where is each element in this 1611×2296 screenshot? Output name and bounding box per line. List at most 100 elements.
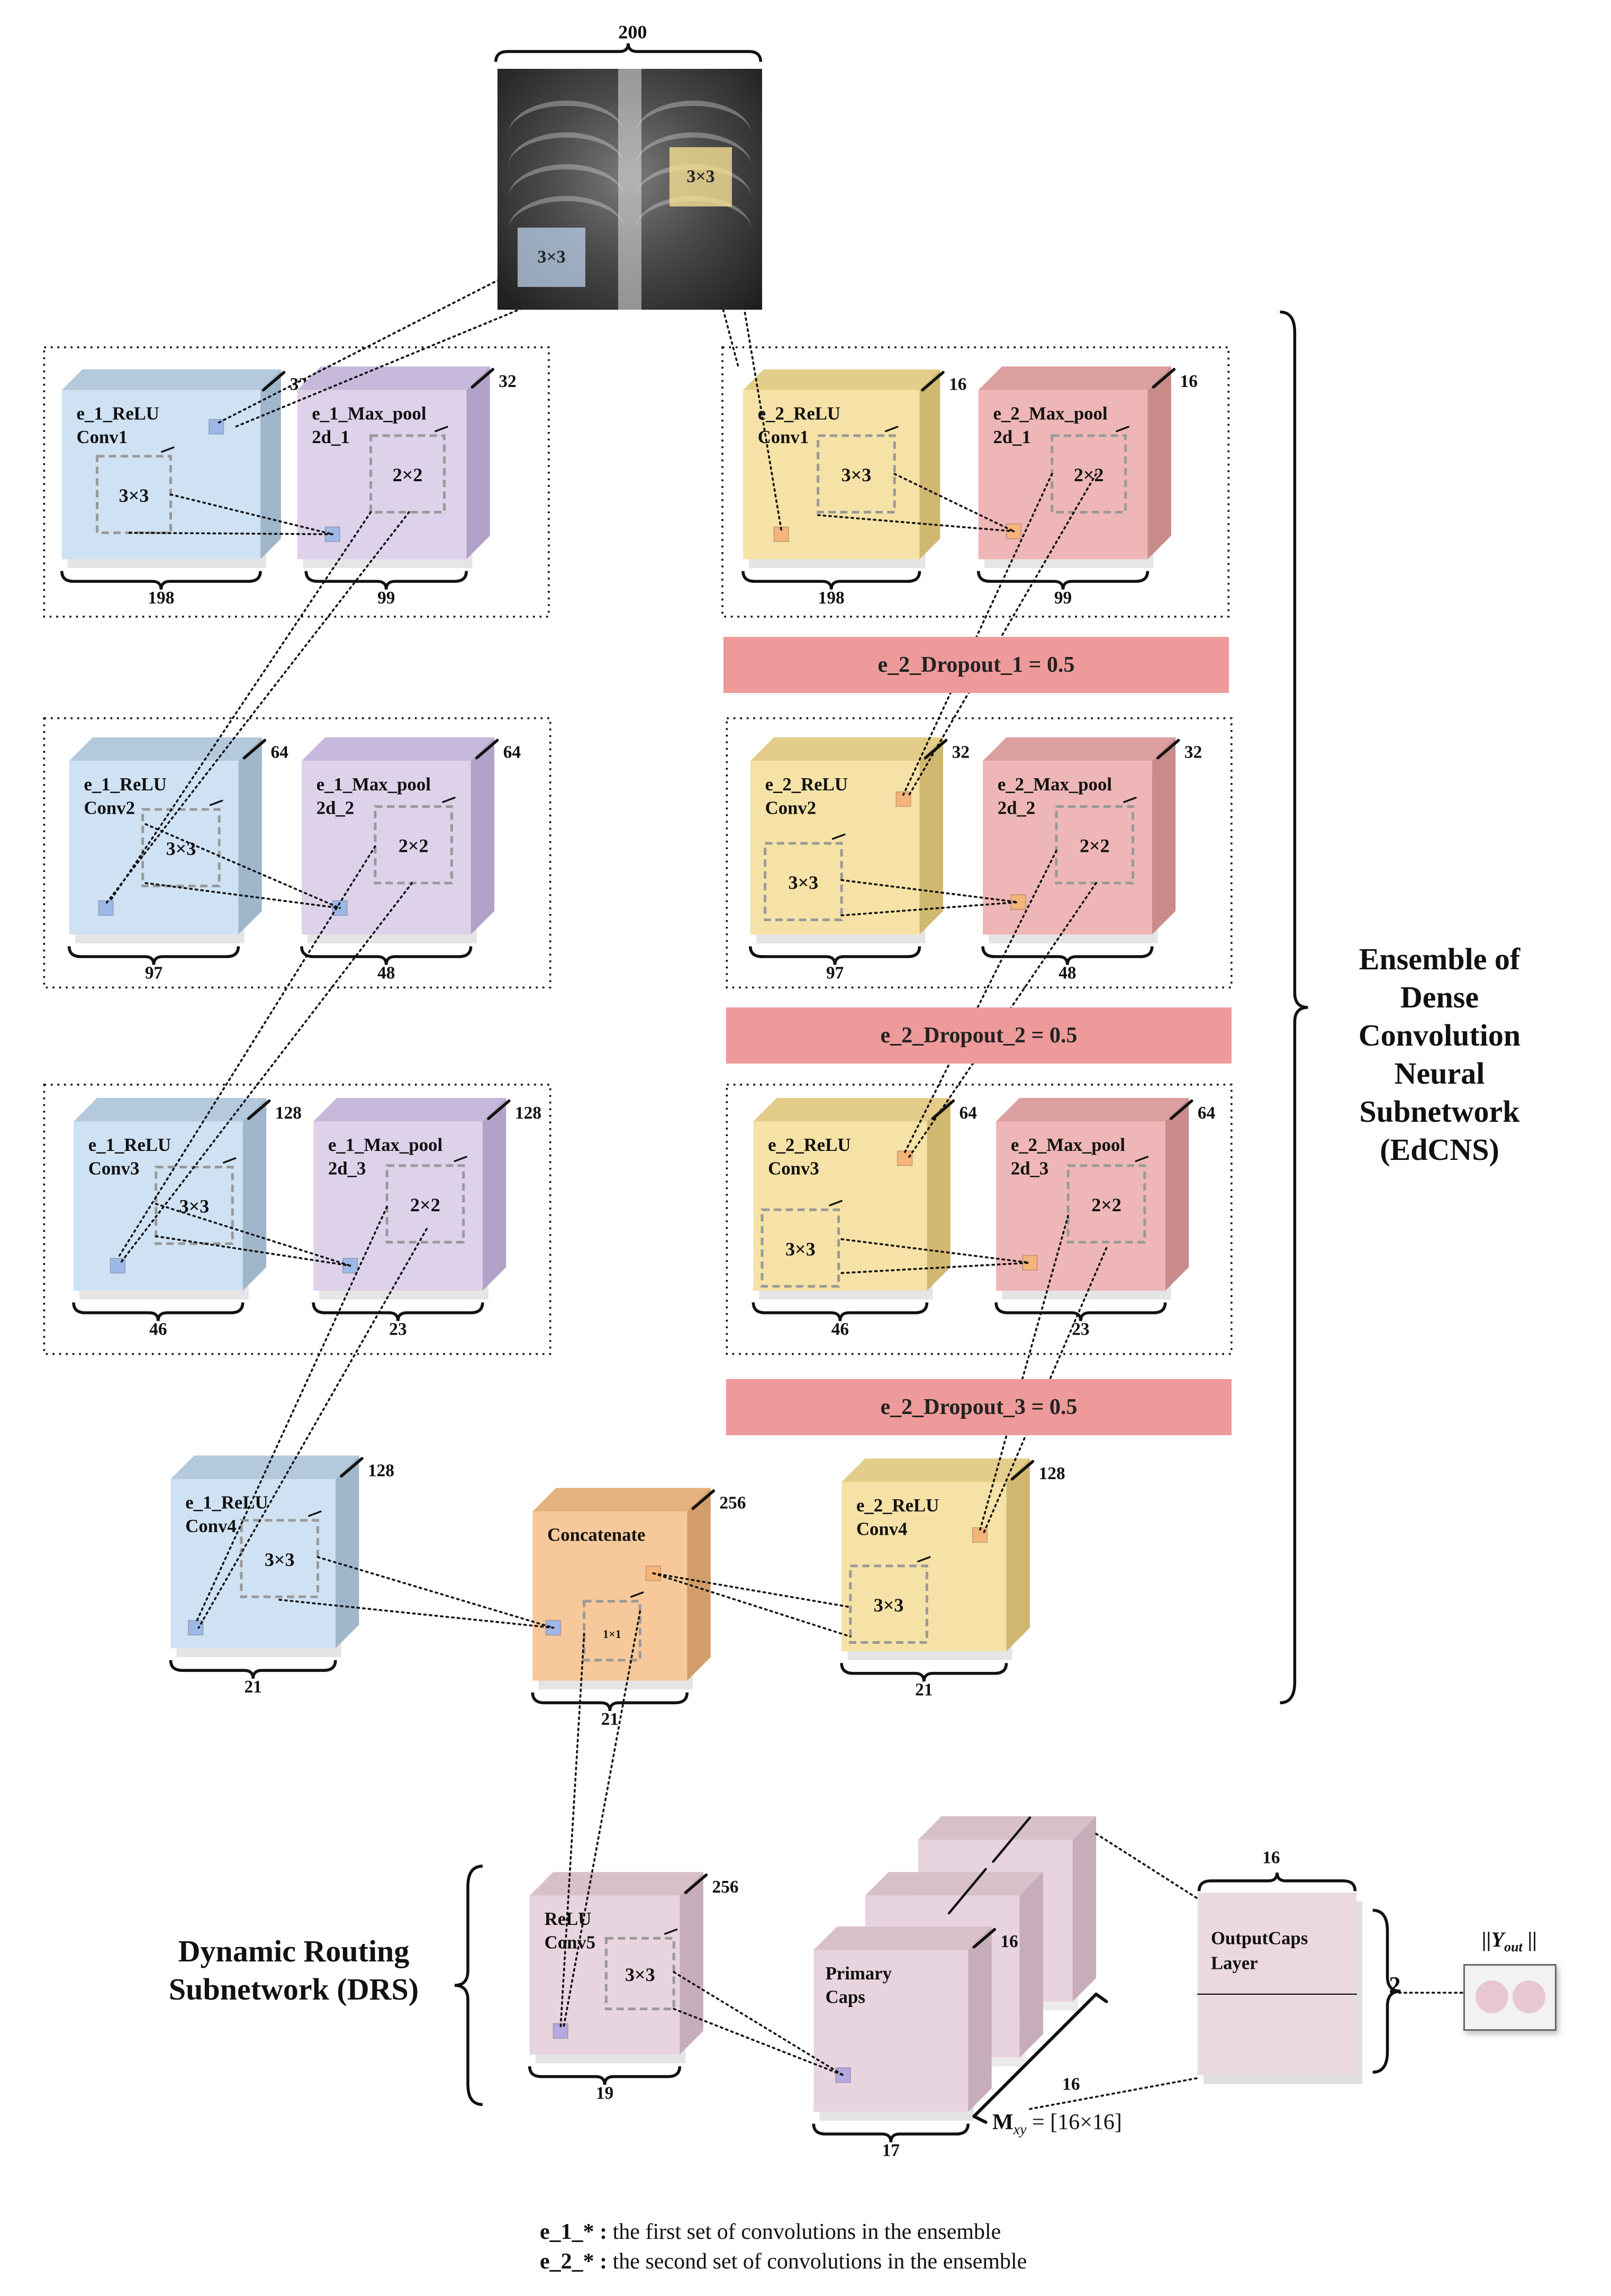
e1-pool2-depth-tick	[475, 739, 499, 760]
yout-label: ||Yout ||	[1482, 1927, 1537, 1955]
group-box-e1-stage1	[43, 346, 550, 618]
e2-conv3-width-brace	[752, 1302, 929, 1321]
connector-line	[908, 882, 1097, 1158]
e1-conv1-top-face	[61, 369, 281, 390]
connector-line	[128, 532, 334, 535]
e2-pool1-kernel: 2×2	[1074, 464, 1104, 485]
e2-conv2-depth: 32	[952, 743, 970, 762]
output-caps-width-brace	[1197, 1872, 1357, 1892]
conv5-kernel-frame	[604, 1937, 675, 2011]
e2-conv1-width: 198	[818, 588, 845, 608]
edcns-label-line: Dense	[1400, 980, 1479, 1014]
conv5-width-brace	[528, 2066, 682, 2085]
e2-conv4-width-brace	[840, 1663, 1008, 1682]
connector-line	[316, 1556, 555, 1629]
e2-conv3-width: 46	[831, 1319, 849, 1339]
dropout-bar-2: e_2_Dropout_2 = 0.5	[726, 1007, 1232, 1064]
connector-line	[215, 268, 521, 425]
e2-pool2-side-face	[1152, 737, 1176, 935]
e2-pool1-kernel-frame-corner	[1116, 426, 1129, 433]
conv5-kernel: 3×3	[625, 1964, 655, 1985]
e1-conv2-depth-tick	[242, 739, 267, 760]
e2-conv4-kernel-frame-corner	[917, 1556, 931, 1563]
e1-pool3-kernel-frame	[385, 1164, 465, 1244]
e2-conv4-side-face	[1006, 1458, 1030, 1652]
e1-pool2-top-face	[301, 737, 495, 761]
primary-caps-label: Primary	[826, 1963, 892, 1984]
drs-label-line: Dynamic Routing	[178, 1934, 410, 1968]
connector-line	[1095, 1833, 1199, 1900]
e1-pool3-side-face	[482, 1097, 506, 1291]
e1-pool2-front-face	[301, 761, 471, 935]
e2-pool3-kernel: 2×2	[1091, 1194, 1121, 1215]
primary-caps-dash	[992, 1816, 1031, 1863]
e2-pool2-width-brace	[981, 946, 1154, 965]
e1-pool2-width: 48	[377, 964, 395, 983]
e1-pool1-side-face	[466, 366, 490, 560]
e1-conv4-kernel: 3×3	[265, 1549, 295, 1570]
e1-pool3-kernel-frame-corner	[454, 1156, 467, 1163]
mxy-sub: xy	[1013, 2121, 1027, 2138]
e2-conv1-label: Conv1	[758, 427, 809, 447]
e2-conv2-label: Conv2	[765, 797, 817, 818]
e2-conv1-label: e_2_ReLU	[758, 403, 840, 424]
e2-pool3-side-face	[1165, 1097, 1189, 1291]
e1-pool2-kernel: 2×2	[399, 835, 429, 857]
input-patch-a: 3×3	[518, 228, 585, 287]
e1-pool1-width: 99	[377, 588, 395, 608]
e1-conv1-kernel-frame-corner	[161, 446, 175, 453]
e2-pool3-depth: 64	[1198, 1103, 1216, 1123]
input-xray-image: 3×3 3×3	[497, 69, 762, 310]
e2-conv4-depth: 128	[1039, 1464, 1065, 1483]
e1-conv2-width-brace	[67, 946, 240, 965]
e2-conv4-label: e_2_ReLU	[856, 1495, 939, 1516]
e2-pool2-width: 48	[1058, 964, 1076, 983]
e2-conv4-top-face	[841, 1458, 1030, 1482]
e1-conv2-label: Conv2	[84, 797, 135, 818]
e1-pool1-kernel: 2×2	[393, 464, 423, 485]
mxy-suffix: = [16×16]	[1026, 2110, 1122, 2135]
e1-conv3-front-face	[74, 1121, 243, 1291]
connector-line	[817, 514, 1015, 533]
e2-pool2-depth-tick	[1156, 739, 1180, 760]
yout-capsule-2	[1513, 1980, 1545, 2013]
e2-pool2-kernel: 2×2	[1080, 835, 1110, 857]
e1-pool3-top-face	[313, 1097, 506, 1122]
connector-line	[893, 473, 1015, 533]
primary-caps-layer-top	[918, 1816, 1097, 1840]
input-patch-b: 3×3	[669, 147, 732, 206]
e1-pool1-label: e_1_Max_pool	[312, 403, 427, 424]
e1-conv3-depth-tick	[247, 1099, 271, 1120]
e2-pool3-width: 23	[1072, 1319, 1089, 1339]
edcns-label-line: Ensemble of	[1359, 942, 1521, 976]
concat-depth-tick	[691, 1489, 716, 1510]
concat-width-brace	[531, 1692, 689, 1712]
e2-conv3-kernel-frame	[761, 1208, 840, 1288]
e2-conv3-depth: 64	[960, 1103, 978, 1123]
yout-sub: out	[1504, 1939, 1523, 1955]
e1-conv4-kernel-frame-corner	[308, 1510, 322, 1517]
e1-conv4-depth: 128	[368, 1461, 394, 1480]
primary-caps-depth: 16	[1000, 1932, 1018, 1951]
e1-conv3-kernel-frame-corner	[222, 1157, 237, 1164]
e2-conv1-top-face	[743, 369, 940, 390]
edcns-label-line: Subnetwork	[1359, 1094, 1520, 1129]
e1-pool1-kernel-frame	[369, 434, 446, 514]
concat-kernel-frame	[583, 1600, 641, 1662]
e2-conv3-patch	[897, 1150, 913, 1166]
e2-conv2-top-face	[750, 737, 943, 761]
drs-label: Dynamic Routing Subnetwork (DRS)	[143, 1932, 445, 2009]
legend-text: the first set of convolutions in the ens…	[607, 2220, 1001, 2244]
dropout-bar-1: e_2_Dropout_1 = 0.5	[723, 637, 1229, 693]
connector-line	[109, 511, 372, 902]
e2-pool1-depth-tick	[1152, 368, 1176, 389]
e2-conv2-kernel-frame	[764, 842, 843, 922]
e1-pool2-depth: 64	[503, 743, 521, 762]
e1-pool1-depth: 32	[499, 372, 516, 391]
legend-key: e_1_* :	[540, 2220, 608, 2244]
primary-caps-width: 17	[882, 2141, 900, 2160]
e1-conv4-width: 21	[244, 1677, 261, 1697]
e1-pool3-width-brace	[312, 1302, 484, 1321]
e1-conv4-side-face	[335, 1455, 359, 1649]
